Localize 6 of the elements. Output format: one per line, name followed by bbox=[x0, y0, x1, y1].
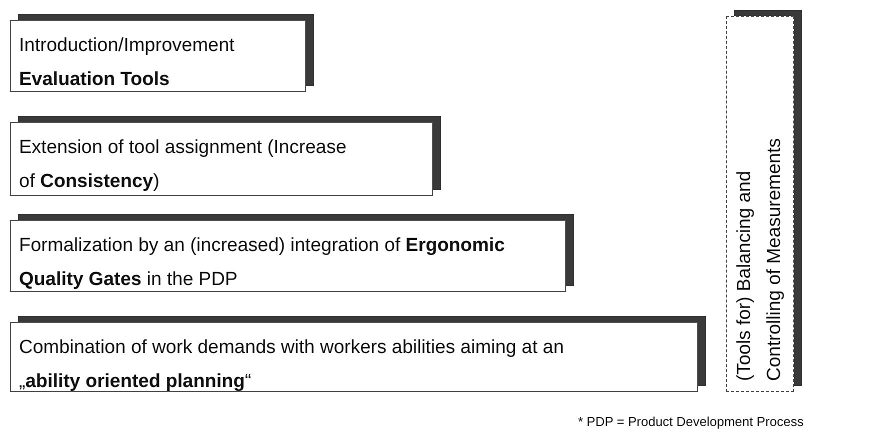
box-text: Extension of tool assignment (Increase of Consistency) bbox=[19, 136, 348, 194]
box-text: Introduction/Improvement Evaluation Tools bbox=[19, 34, 236, 92]
footnote: * PDP = Product Development Process bbox=[578, 414, 804, 429]
box-text: Combination of work demands with workers abilities aiming at an „ability oriented planning“ bbox=[19, 336, 565, 394]
box-text: Formalization by an (increased) integration of Ergonomic Quality Gates in the PDP bbox=[19, 234, 506, 292]
box-text: (Tools for) Balancing and Controlling of Measurements bbox=[733, 137, 786, 381]
